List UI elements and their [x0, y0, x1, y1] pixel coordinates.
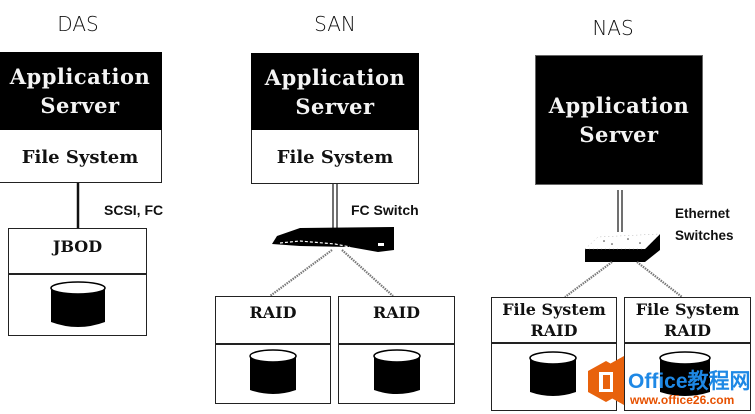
das-jbod-divider	[8, 273, 147, 275]
nas-app-line2: Server	[579, 122, 659, 147]
nas-storage-2-raid: RAID	[663, 321, 712, 340]
nas-cable-left	[564, 261, 613, 298]
das-jbod-label: JBOD	[52, 237, 103, 256]
nas-cable-right	[636, 261, 683, 298]
san-raid-label-1: RAID	[249, 303, 297, 322]
nas-storage-1-fs: File System	[502, 300, 606, 319]
san-switch-label: FC Switch	[351, 202, 419, 218]
san-raid-divider-1	[215, 343, 331, 345]
nas-storage-label-1: File System RAID	[491, 299, 617, 341]
nas-app-line1: Application	[548, 93, 690, 118]
watermark-url: www.office26.com	[630, 393, 735, 407]
san-file-system: File System	[276, 147, 394, 168]
san-raid-divider-2	[338, 343, 455, 345]
ethernet-switch-icon	[584, 233, 661, 262]
das-title: DAS	[57, 12, 99, 36]
das-app-line1: Application	[9, 64, 151, 89]
das-application-server: Application Server	[0, 52, 162, 130]
nas-application-server: Application Server	[535, 55, 703, 185]
nas-storage-2-fs: File System	[635, 300, 740, 319]
san-app-line2: Server	[295, 93, 375, 119]
nas-storage-divider-1	[491, 342, 617, 344]
nas-storage-divider-2	[624, 342, 751, 344]
san-cable-left	[269, 249, 333, 297]
disk-icon	[529, 351, 577, 396]
san-title: SAN	[314, 12, 356, 36]
das-file-system: File System	[21, 146, 139, 168]
nas-switch-label-line2: Switches	[675, 228, 734, 243]
disk-icon	[373, 349, 421, 394]
das-app-line2: Server	[40, 93, 120, 118]
watermark-title: Office教程网	[628, 370, 751, 393]
das-link-label: SCSI, FC	[104, 202, 164, 218]
fc-switch-icon	[272, 227, 394, 252]
san-app-line1: Application	[264, 64, 406, 90]
disk-icon	[50, 281, 106, 327]
san-raid-label-2: RAID	[372, 303, 421, 322]
disk-icon	[249, 349, 297, 394]
nas-storage-1-raid: RAID	[530, 321, 578, 340]
san-cable-right	[341, 249, 394, 297]
nas-title: NAS	[592, 16, 634, 40]
nas-storage-label-2: File System RAID	[624, 299, 751, 341]
san-application-server: Application Server	[251, 53, 419, 130]
nas-switch-label-line1: Ethernet	[675, 206, 730, 221]
nas-switch-label: Ethernet Switches	[675, 203, 734, 247]
disk-icon	[659, 351, 711, 396]
